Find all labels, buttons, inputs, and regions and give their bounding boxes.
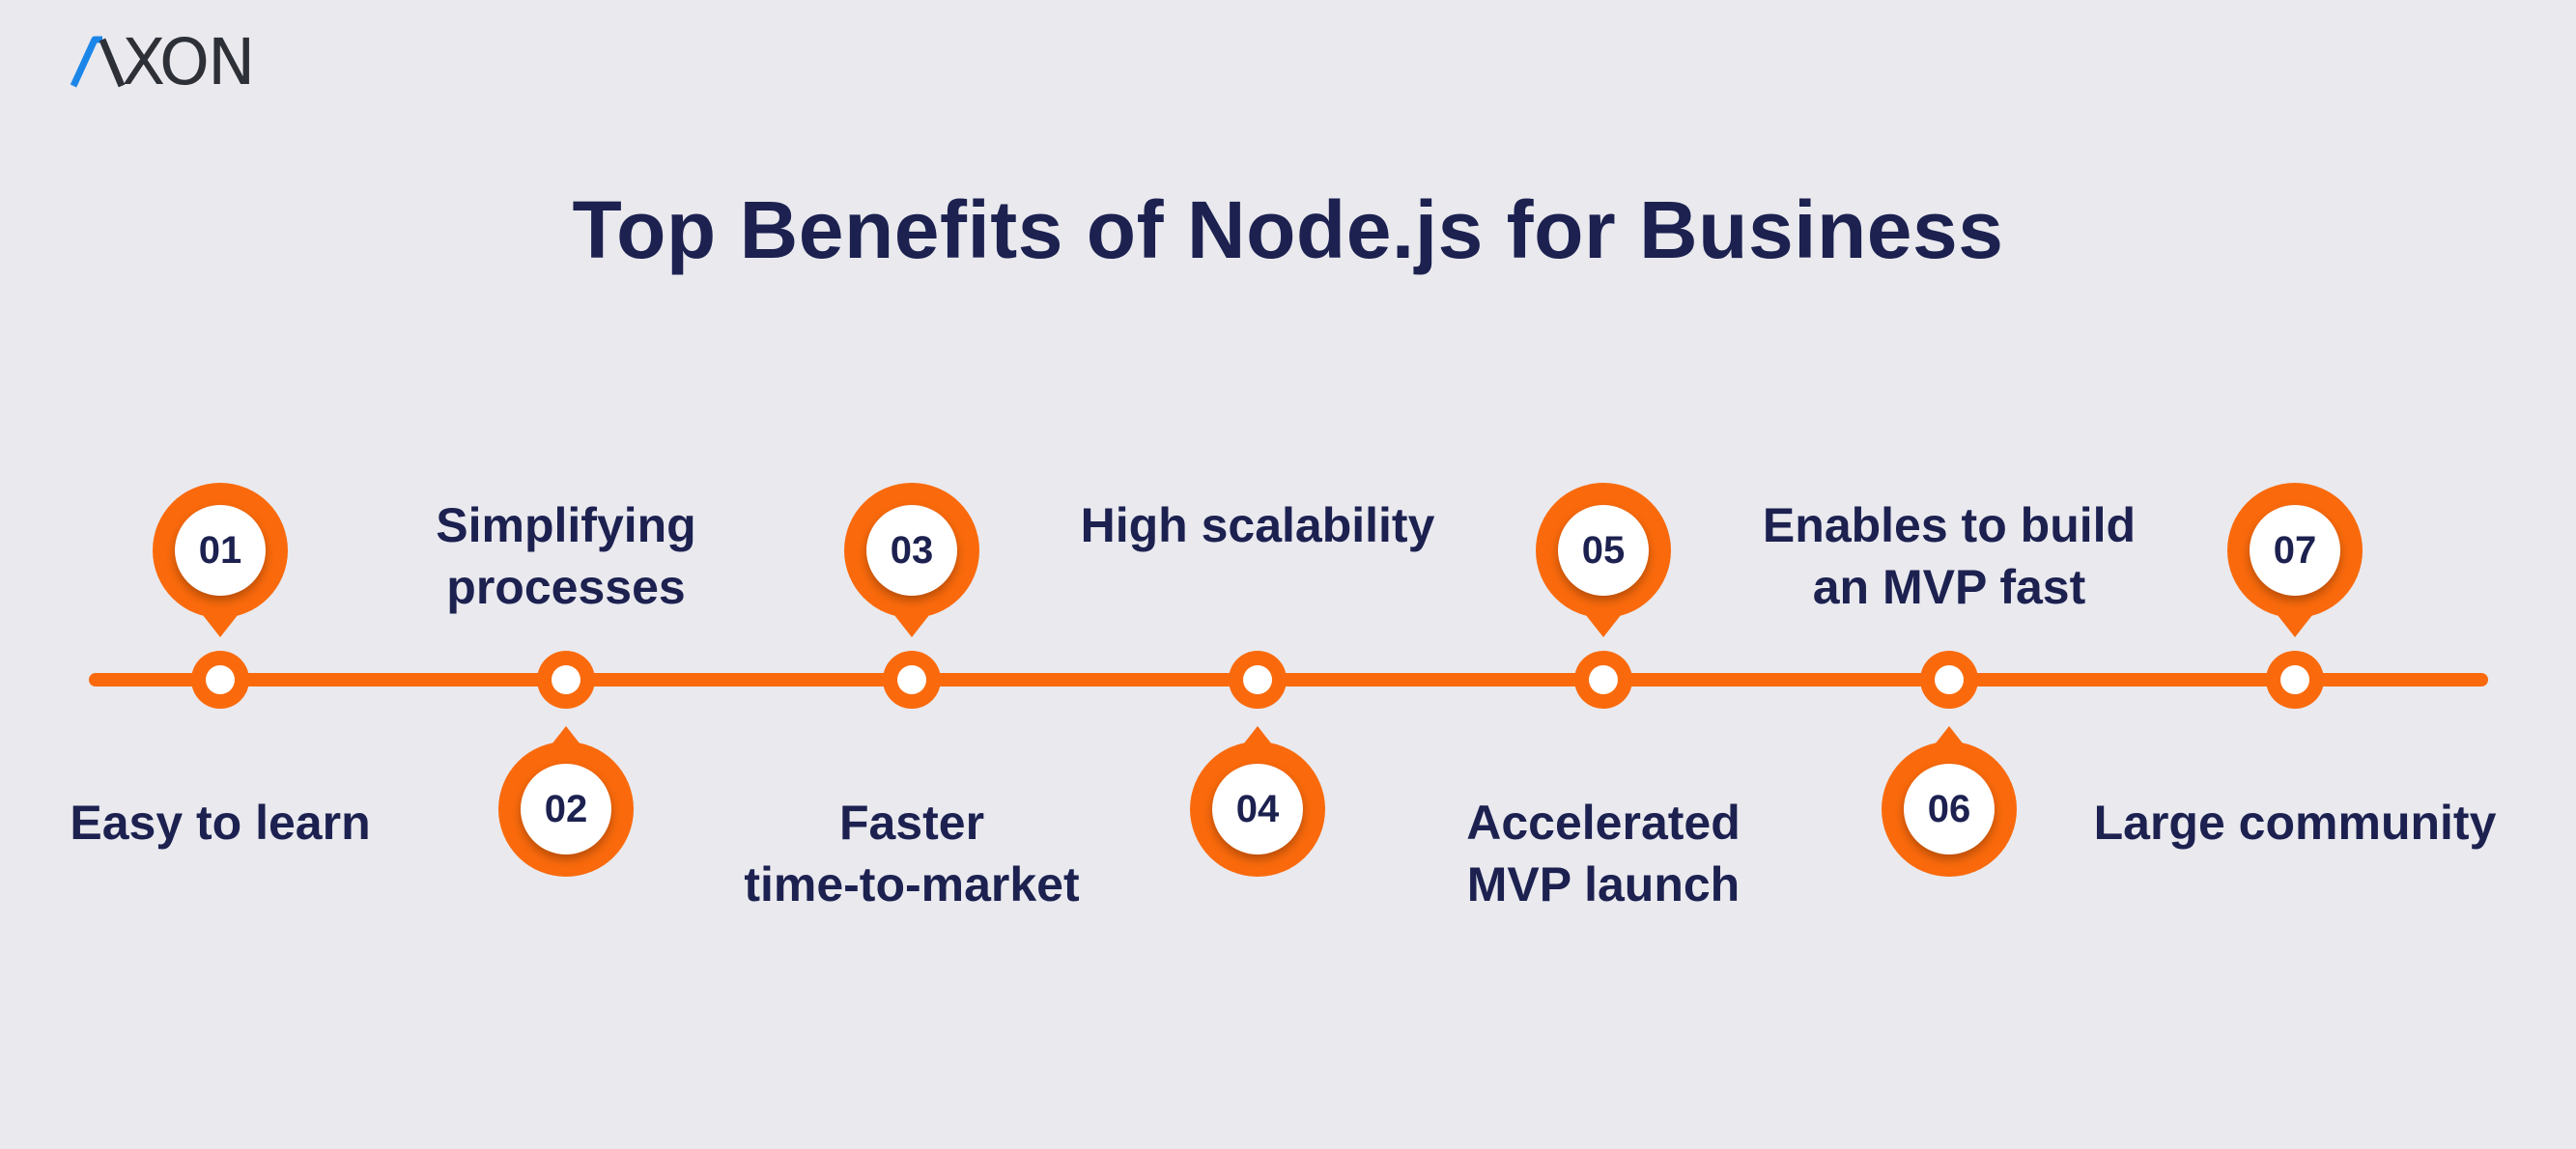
benefit-label-03-line1: Faster xyxy=(838,796,985,850)
benefit-label-06-line2: an MVP fast xyxy=(1812,560,2086,614)
benefit-label-06: Enables to build an MVP fast xyxy=(1737,494,2162,618)
marker-pointer-03 xyxy=(891,610,933,637)
timeline-dot-03 xyxy=(883,651,941,709)
benefit-label-05-line2: MVP launch xyxy=(1466,857,1741,911)
step-number-06: 06 xyxy=(1904,764,1995,855)
benefit-label-07-line1: Large community xyxy=(2093,796,2497,850)
benefit-label-03: Faster time-to-market xyxy=(699,792,1124,915)
benefit-label-05: Accelerated MVP launch xyxy=(1391,792,1816,915)
benefit-label-04: High scalability xyxy=(1045,494,1470,556)
benefit-label-07: Large community xyxy=(2082,792,2507,854)
logo-wordmark: XON xyxy=(122,25,255,99)
timeline-dot-01 xyxy=(191,651,249,709)
step-number-03: 03 xyxy=(866,505,957,596)
step-number-07: 07 xyxy=(2250,505,2340,596)
benefit-label-04-line1: High scalability xyxy=(1080,498,1435,552)
benefit-label-05-line1: Accelerated xyxy=(1466,796,1741,850)
step-number-04: 04 xyxy=(1212,764,1303,855)
marker-pointer-05 xyxy=(1582,610,1625,637)
benefit-label-03-line2: time-to-market xyxy=(744,857,1080,911)
logo-lambda-icon xyxy=(70,36,126,88)
step-marker-07: 07 xyxy=(2227,483,2363,618)
step-number-05: 05 xyxy=(1558,505,1649,596)
timeline-dot-07 xyxy=(2266,651,2324,709)
step-number-02: 02 xyxy=(521,764,611,855)
step-number-01: 01 xyxy=(175,505,266,596)
step-marker-05: 05 xyxy=(1536,483,1671,618)
marker-pointer-01 xyxy=(199,610,241,637)
timeline-line xyxy=(89,673,2488,687)
benefit-label-02-line2: processes xyxy=(446,560,686,614)
timeline-dot-06 xyxy=(1920,651,1978,709)
step-marker-03: 03 xyxy=(844,483,979,618)
benefit-label-02: Simplifying processes xyxy=(354,494,778,618)
step-marker-01: 01 xyxy=(153,483,288,618)
page-title: Top Benefits of Node.js for Business xyxy=(572,184,2004,275)
timeline-dot-05 xyxy=(1574,651,1632,709)
benefit-label-02-line1: Simplifying xyxy=(436,498,696,552)
timeline-dot-04 xyxy=(1229,651,1287,709)
step-marker-06: 06 xyxy=(1882,742,2017,877)
marker-pointer-07 xyxy=(2274,610,2316,637)
step-marker-04: 04 xyxy=(1190,742,1325,877)
axon-logo: XON xyxy=(70,25,255,99)
benefit-label-06-line1: Enables to build xyxy=(1762,498,2137,552)
benefit-label-01: Easy to learn xyxy=(8,792,433,854)
step-marker-02: 02 xyxy=(498,742,634,877)
timeline-dot-02 xyxy=(537,651,595,709)
benefit-label-01-line1: Easy to learn xyxy=(70,796,371,850)
